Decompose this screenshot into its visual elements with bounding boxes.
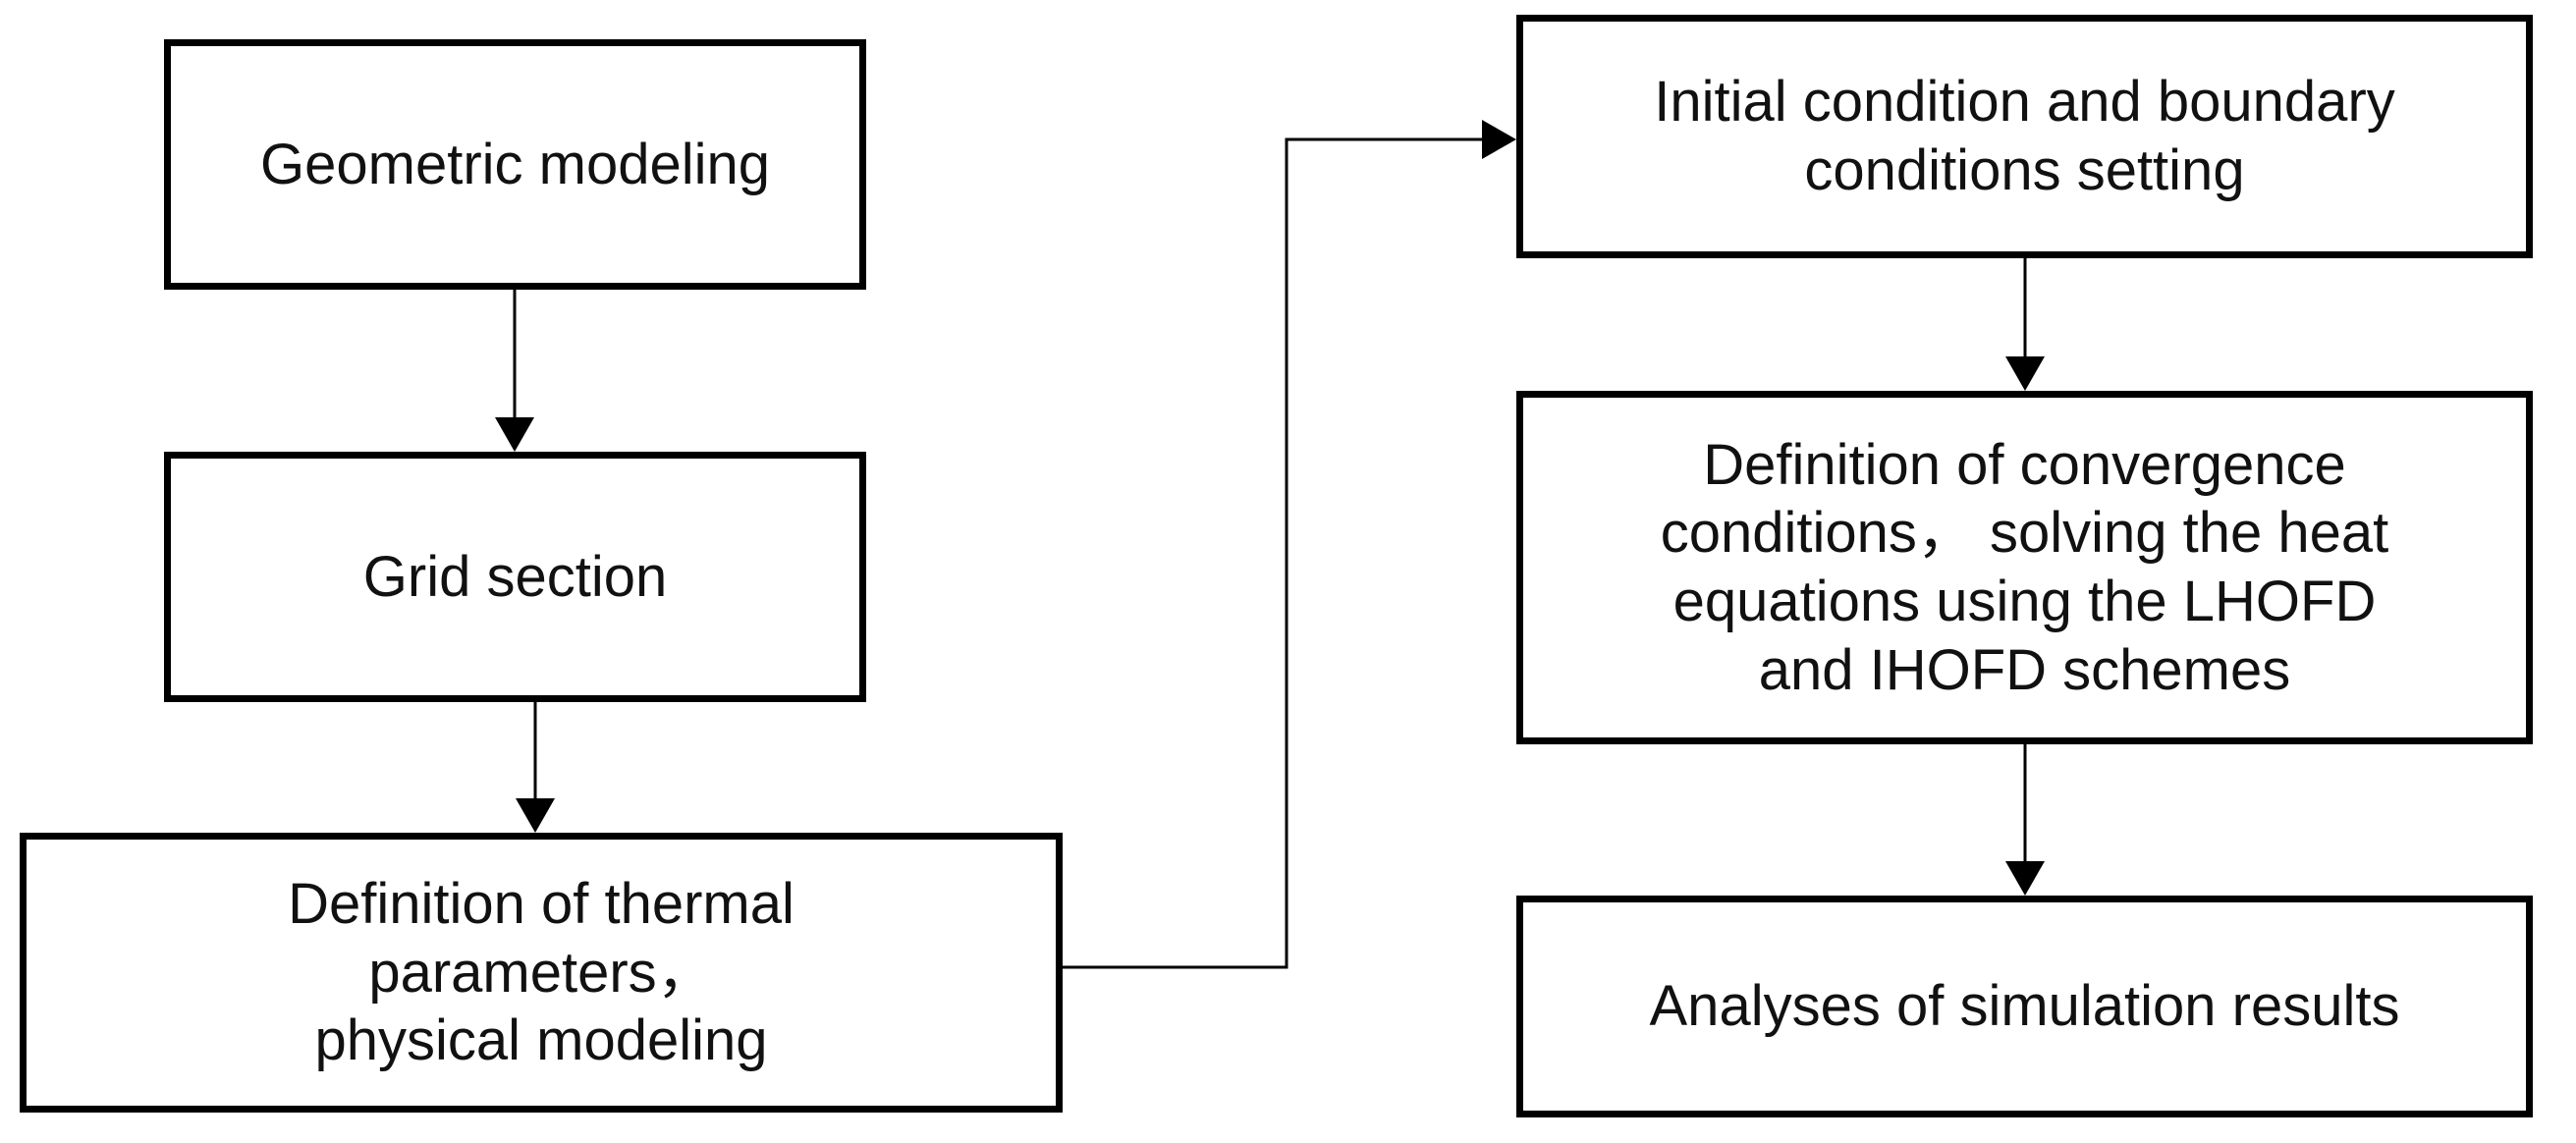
node-geometric-modeling: Geometric modeling [164, 39, 866, 290]
edge-grid-to-thermal [516, 702, 555, 833]
node-label-line: Grid section [362, 544, 668, 609]
node-convergence-conditions: Definition of convergence conditions， so… [1516, 391, 2533, 744]
edge-geometric-to-grid [495, 290, 534, 452]
node-label-line: conditions， solving the heat [1660, 501, 2389, 566]
node-label-line: conditions setting [1804, 138, 2245, 202]
node-thermal-parameters: Definition of thermal parameters， physic… [20, 833, 1063, 1113]
edge-initial-to-convergence [2005, 258, 2045, 391]
node-label-line: physical modeling [314, 1008, 768, 1073]
node-label-line: Analyses of simulation results [1649, 974, 2400, 1039]
node-grid-section: Grid section [164, 452, 866, 702]
node-initial-boundary-conditions: Initial condition and boundary condition… [1516, 15, 2533, 258]
node-analyses-results: Analyses of simulation results [1516, 896, 2533, 1117]
node-label-line: Initial condition and boundary [1654, 70, 2395, 135]
node-label-line: Definition of convergence [1703, 432, 2346, 497]
node-label-line: equations using the LHOFD [1672, 570, 2377, 633]
node-label-line: Definition of thermal [288, 872, 795, 937]
node-label-line: Geometric modeling [260, 132, 770, 196]
edge-thermal-to-initial [1063, 120, 1516, 969]
node-label-line: and IHOFD schemes [1758, 637, 2291, 702]
node-label-line: parameters， [368, 940, 714, 1005]
edge-convergence-to-analyses [2005, 744, 2045, 896]
